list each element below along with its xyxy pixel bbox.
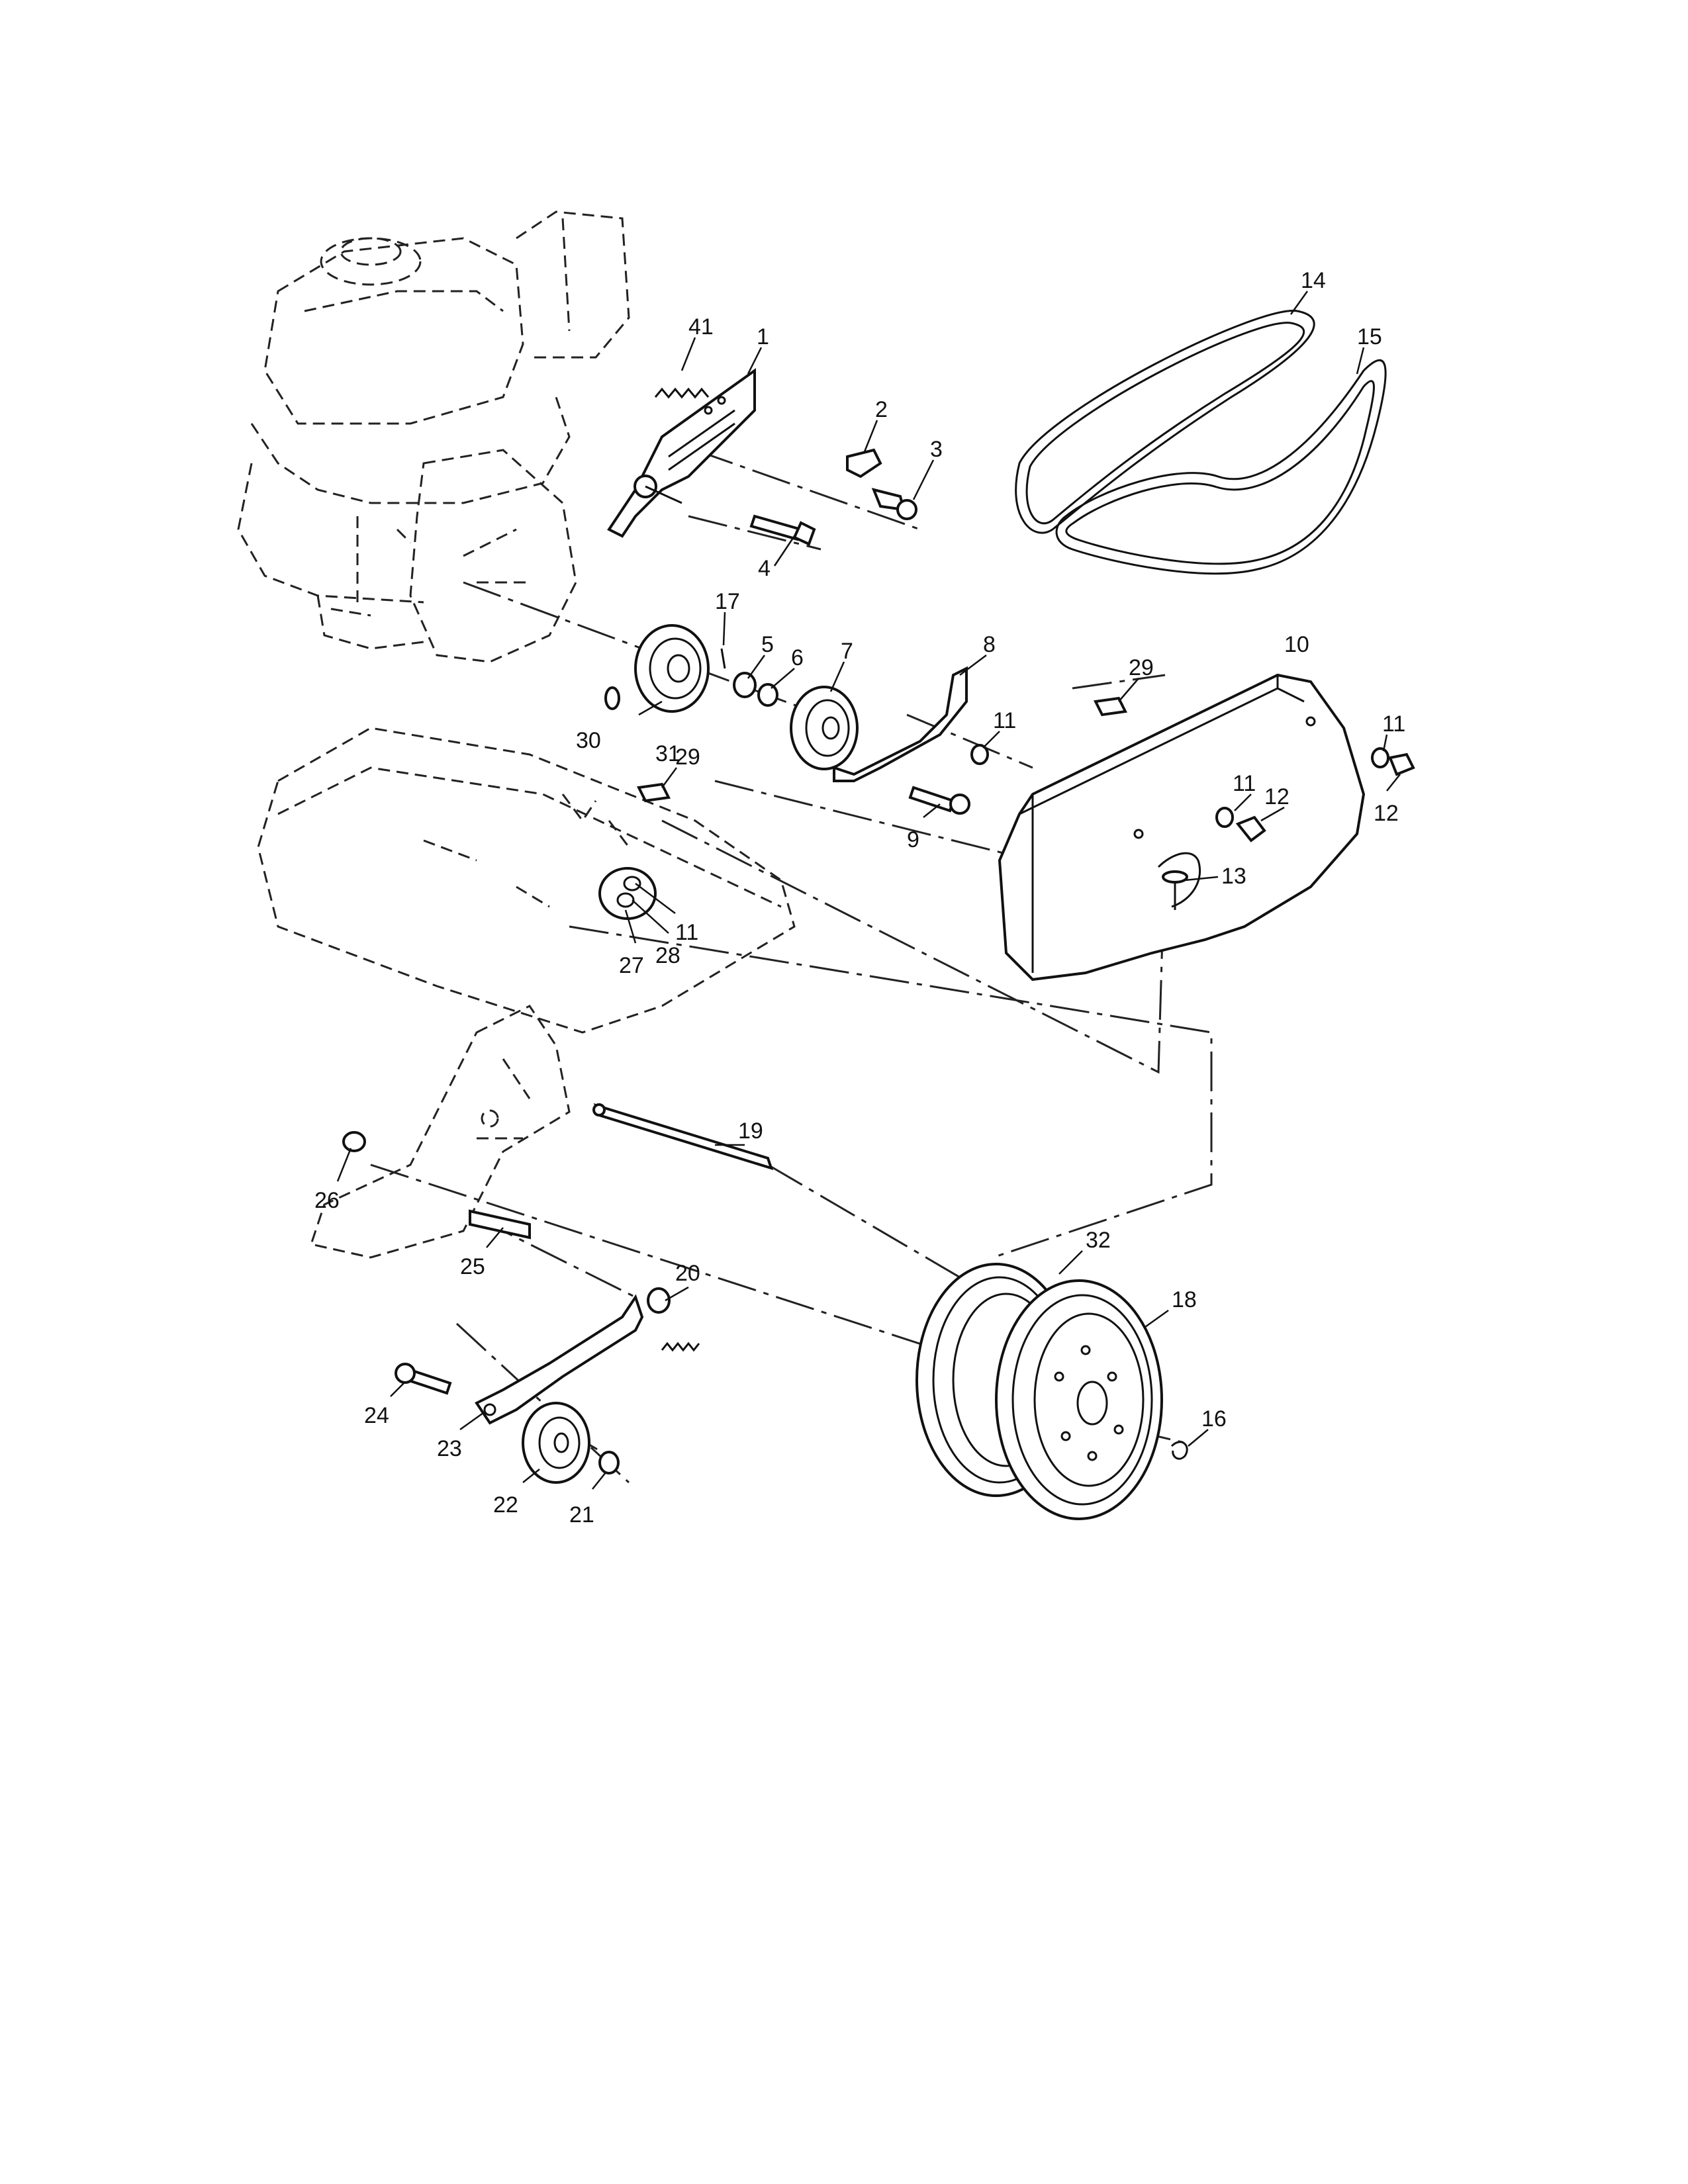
engine-phantom [237, 210, 630, 663]
callout-8: 8 [983, 632, 996, 657]
callout-28: 28 [655, 943, 680, 968]
callout-12-right: 12 [1374, 801, 1399, 826]
callout-13: 13 [1221, 864, 1246, 889]
callout-12-guard: 12 [1264, 784, 1289, 809]
callout-18: 18 [1172, 1287, 1197, 1312]
callout-27: 27 [619, 953, 644, 978]
part-callouts: 41 1 2 3 4 14 15 17 5 6 7 8 29 10 11 31 … [314, 268, 1405, 1527]
center-lines [370, 449, 1318, 1484]
transmission-phantom [310, 1005, 571, 1259]
callout-25: 25 [460, 1254, 485, 1279]
callout-1: 1 [757, 324, 769, 349]
callout-21: 21 [569, 1502, 594, 1527]
callout-11-guard: 11 [1233, 771, 1256, 796]
callout-24: 24 [364, 1403, 389, 1428]
drive-belts [1015, 310, 1387, 575]
callout-9: 9 [907, 827, 919, 852]
callout-26: 26 [314, 1188, 340, 1213]
callout-29-lower: 29 [675, 745, 700, 770]
tiller-hood-phantom [257, 727, 796, 1034]
callout-32: 32 [1086, 1228, 1111, 1253]
callout-30: 30 [576, 728, 601, 753]
callout-3: 3 [930, 437, 943, 462]
belt-guard [998, 673, 1366, 981]
callout-11-bracket: 11 [993, 708, 1016, 733]
callout-5: 5 [761, 632, 774, 657]
callout-14: 14 [1301, 268, 1326, 293]
callout-16: 16 [1201, 1406, 1227, 1432]
callout-19: 19 [738, 1118, 763, 1144]
callout-17: 17 [715, 589, 740, 614]
callout-11-right: 11 [1382, 711, 1405, 737]
callout-6: 6 [791, 645, 804, 670]
callout-23: 23 [437, 1436, 462, 1461]
callout-2: 2 [875, 397, 888, 422]
callout-41: 41 [688, 314, 714, 340]
callout-31: 31 [655, 741, 680, 766]
springs [654, 387, 710, 1352]
idler-bracket-1 [607, 368, 756, 538]
leader-lines [336, 291, 1401, 1490]
callout-4: 4 [758, 556, 771, 581]
callout-10: 10 [1284, 632, 1309, 657]
hardware-parts [342, 448, 1415, 1484]
callout-11-hood: 11 [675, 920, 698, 945]
callout-22: 22 [493, 1492, 518, 1518]
callout-29-upper: 29 [1129, 655, 1154, 680]
callout-20: 20 [675, 1261, 700, 1286]
callout-15: 15 [1357, 324, 1382, 349]
callout-7: 7 [841, 639, 853, 664]
drive-pulleys [915, 1263, 1163, 1520]
